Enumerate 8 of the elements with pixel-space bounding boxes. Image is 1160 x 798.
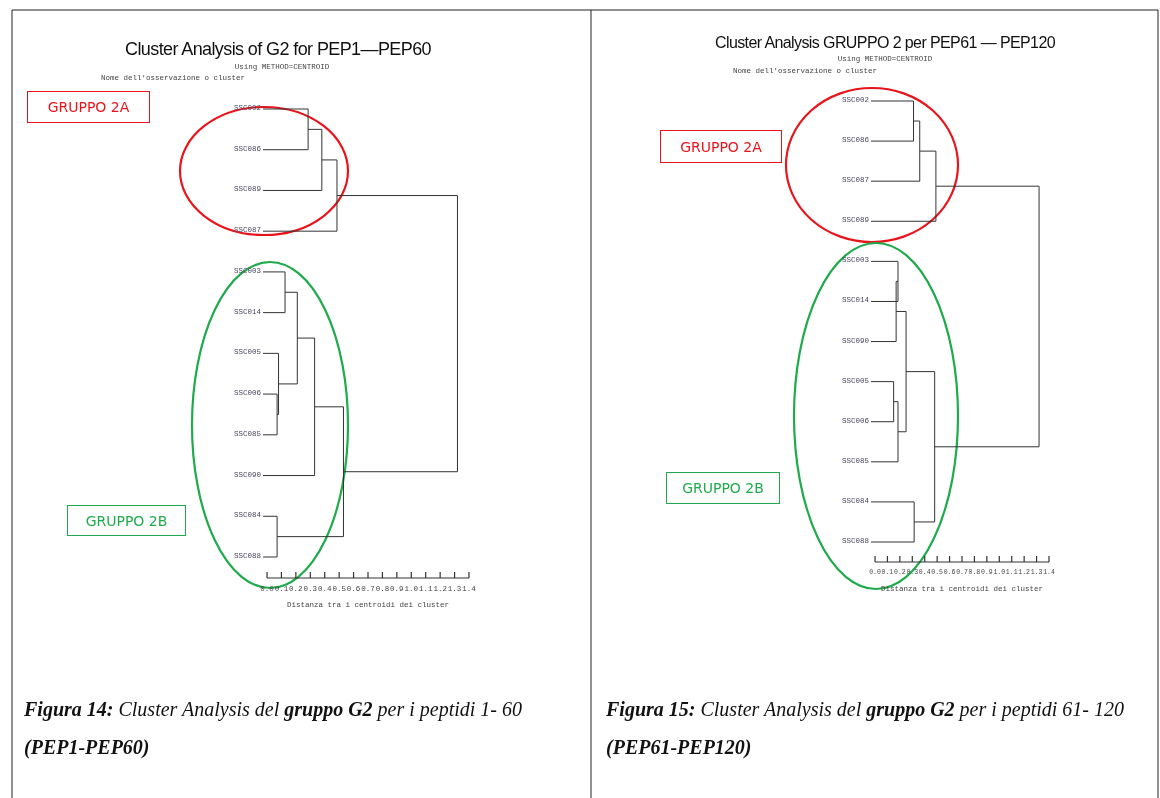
- group-label-box: GRUPPO 2B: [67, 505, 186, 536]
- group-label-box: GRUPPO 2A: [660, 130, 782, 163]
- chart-title: Cluster Analysis of G2 for PEP1—PEP60: [125, 40, 431, 58]
- chart-title: Cluster Analysis GRUPPO 2 per PEP61 — PEP120: [715, 35, 1055, 51]
- group-label-box: GRUPPO 2A: [27, 91, 150, 123]
- figure-caption: Figura 15: Cluster Analysis del gruppo G2 per i peptidi 61- 120 (PEP61-PEP120): [606, 697, 1125, 761]
- group-label-box: GRUPPO 2B: [666, 472, 780, 504]
- figure-caption: Figura 14: Cluster Analysis del gruppo G2 per i peptidi 1- 60 (PEP1-PEP60): [24, 697, 523, 761]
